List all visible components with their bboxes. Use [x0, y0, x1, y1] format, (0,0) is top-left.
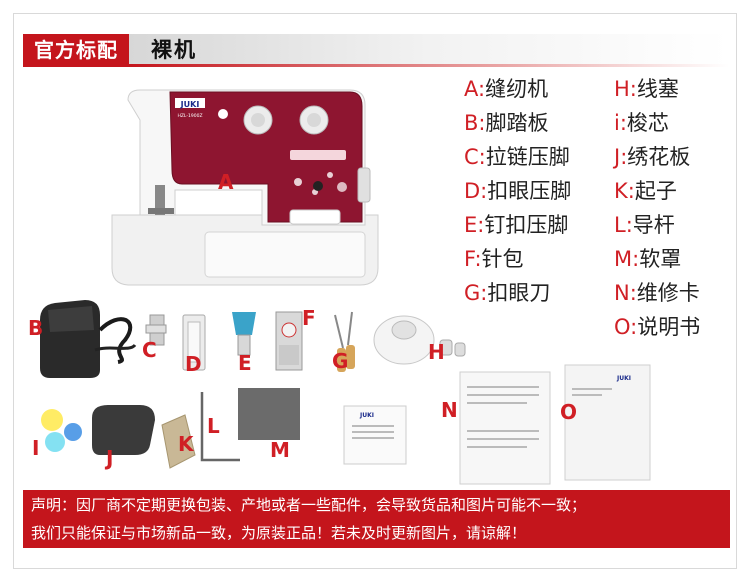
- section-header: 官方标配 裸机: [23, 34, 729, 67]
- label-e: E: [238, 351, 252, 375]
- label-l: L: [207, 414, 220, 438]
- legend-item-d: D:扣眼压脚: [464, 179, 572, 203]
- label-h: H: [428, 340, 445, 364]
- legend-item-e: E:钉扣压脚: [464, 213, 569, 237]
- legend-item-c: C:拉链压脚: [464, 145, 570, 169]
- legend-item-b: B:脚踏板: [464, 111, 549, 135]
- legend-item-o: O:说明书: [614, 315, 701, 339]
- parts-legend-left: A:缝纫机 B:脚踏板 C:拉链压脚 D:扣眼压脚 E:钉扣压脚 F:针包 G:…: [464, 72, 571, 310]
- label-f: F: [302, 306, 316, 330]
- legend-item-h: H:线塞: [614, 77, 679, 101]
- sewing-machine-image: JUKI HZL-1900Z: [111, 89, 379, 286]
- buttonhole-foot-image: [182, 314, 206, 371]
- label-k: K: [178, 432, 194, 456]
- darning-plate-image: [92, 405, 155, 455]
- legend-item-g: G:扣眼刀: [464, 281, 551, 305]
- warranty-leaflet-image: [459, 371, 551, 485]
- label-g: G: [332, 349, 349, 373]
- label-n: N: [441, 398, 458, 422]
- label-i: I: [32, 436, 40, 460]
- spool-cap-image: [373, 315, 466, 365]
- guide-bar-image: [200, 392, 240, 462]
- label-d: D: [185, 352, 202, 376]
- warranty-card-image: JUKI: [343, 405, 407, 465]
- disclaimer-line-2: 我们只能保证与市场新品一致，为原装正品！若未及时更新图片，请谅解！: [31, 524, 527, 542]
- header-title: 裸机: [151, 38, 197, 62]
- legend-item-i: i:梭芯: [614, 111, 669, 135]
- machine-model-text: HZL-1900Z: [177, 113, 202, 119]
- machine-brand-logo: JUKI: [180, 100, 200, 109]
- label-o: O: [560, 400, 578, 424]
- label-b: B: [28, 316, 44, 340]
- disclaimer-line-1: 声明：因厂商不定期更换包装、产地或者一些配件，会导致货品和图片可能不一致；: [31, 496, 587, 514]
- label-j: J: [106, 446, 114, 470]
- dust-cover-image: [238, 388, 300, 440]
- legend-item-m: M:软罩: [614, 247, 682, 271]
- legend-item-l: L:导杆: [614, 213, 675, 237]
- svg-text:JUKI: JUKI: [359, 412, 374, 419]
- legend-item-f: F:针包: [464, 247, 524, 271]
- screwdriver-image: [161, 414, 196, 469]
- needle-pack-image: [275, 311, 303, 371]
- instruction-manual-image: JUKI: [564, 364, 651, 481]
- legend-item-k: K:起子: [614, 179, 677, 203]
- official-config-badge: 官方标配: [23, 34, 129, 67]
- legend-item-a: A:缝纫机: [464, 77, 549, 101]
- svg-text:JUKI: JUKI: [616, 375, 631, 382]
- button-sewing-foot-image: [232, 312, 256, 356]
- header-strip: [129, 34, 729, 67]
- zipper-foot-image: [145, 314, 167, 346]
- disclaimer-banner: 声明：因厂商不定期更换包装、产地或者一些配件，会导致货品和图片可能不一致； 我们…: [23, 490, 730, 548]
- parts-legend-right: H:线塞 i:梭芯 J:绣花板 K:起子 L:导杆 M:软罩 N:维修卡 O:说…: [614, 72, 700, 344]
- bobbins-image: [41, 409, 82, 452]
- seam-ripper-image: [334, 311, 355, 372]
- label-m: M: [270, 438, 290, 462]
- legend-item-j: J:绣花板: [614, 145, 691, 169]
- label-a: A: [218, 170, 234, 194]
- legend-item-n: N:维修卡: [614, 281, 700, 305]
- label-c: C: [142, 338, 157, 362]
- foot-pedal-image: [40, 300, 137, 378]
